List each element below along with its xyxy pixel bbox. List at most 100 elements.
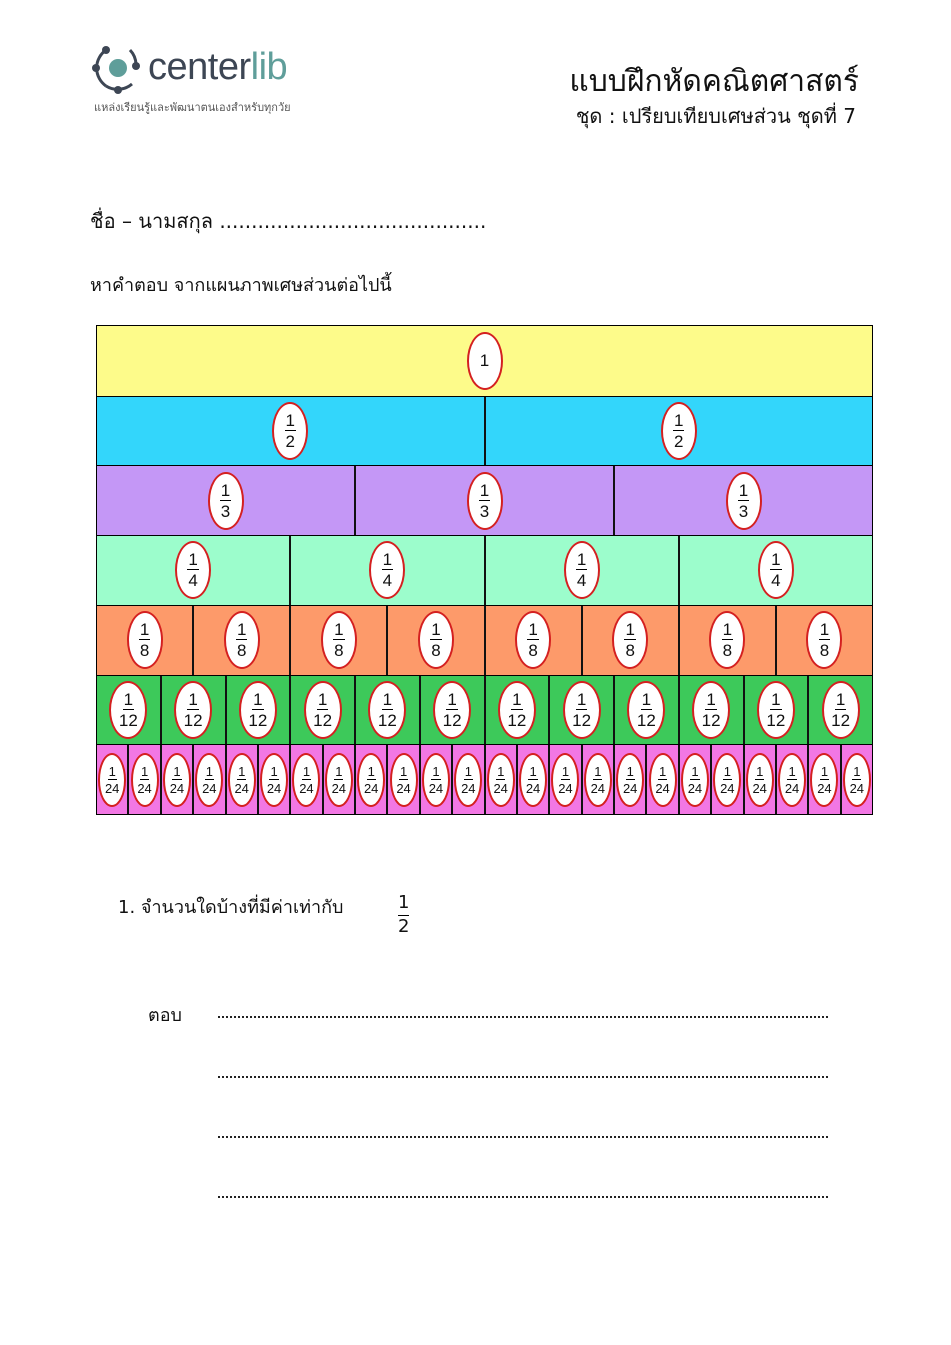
question-1-text: 1. จำนวนใดบ้างที่มีค่าเท่ากับ (118, 897, 344, 918)
fraction-denominator: 12 (766, 710, 786, 730)
fraction-numerator: 1 (593, 763, 603, 780)
fraction-denominator: 8 (431, 641, 441, 661)
logo-wordmark: centerlib (148, 46, 288, 89)
fraction-numerator: 1 (721, 620, 734, 641)
fraction-denominator: 24 (363, 780, 379, 796)
fraction-denominator: 12 (377, 710, 397, 730)
fraction-numerator: 1 (334, 763, 344, 780)
question-1-fraction: 1 2 (398, 892, 410, 938)
answer-line-2 (218, 1076, 828, 1078)
fraction-denominator: 24 (461, 780, 476, 796)
logo-text-accent: lib (250, 46, 288, 88)
fraction-denominator: 24 (622, 780, 638, 796)
fraction-numerator: 1 (219, 480, 232, 501)
fraction-label: 1 (466, 331, 503, 390)
logo-text-main: center (148, 46, 251, 88)
fraction-denominator: 12 (572, 710, 592, 730)
fraction-denominator: 12 (831, 710, 851, 730)
fraction-denominator: 24 (104, 780, 120, 796)
fraction-denominator: 12 (442, 710, 462, 730)
fraction-numerator: 1 (316, 689, 329, 710)
fraction-numerator: 1 (528, 763, 538, 780)
fraction-denominator: 24 (202, 780, 217, 796)
name-field-line: ชื่อ – นามสกุล .........................… (90, 209, 487, 233)
fraction-denominator: 12 (313, 710, 333, 730)
fraction-numerator: 1 (172, 763, 182, 780)
fraction-numerator: 1 (624, 620, 636, 641)
fraction-cell: 1 (97, 326, 872, 396)
fraction-denominator: 2 (285, 432, 295, 452)
answer-line-1 (218, 1016, 828, 1018)
fraction-denominator: 8 (722, 641, 733, 661)
fraction-numerator: 1 (366, 763, 376, 780)
fraction-numerator: 1 (431, 763, 441, 780)
fraction-numerator: 1 (237, 763, 247, 780)
fraction-numerator: 1 (690, 763, 700, 780)
fraction-numerator: 1 (657, 763, 668, 780)
fraction-numerator: 1 (819, 763, 830, 780)
fraction-numerator: 1 (770, 689, 782, 710)
fraction-numerator: 1 (625, 763, 635, 780)
fraction-denominator: 8 (819, 641, 830, 661)
fraction-denominator: 8 (139, 641, 150, 661)
fraction-numerator: 1 (818, 620, 831, 641)
fraction-denominator: 4 (188, 571, 198, 591)
fraction-denominator: 12 (701, 710, 721, 730)
fraction-denominator: 3 (220, 501, 231, 521)
fraction-numerator: 1 (284, 411, 296, 432)
fraction-denominator: 8 (334, 641, 344, 661)
fraction-numerator: 1 (479, 351, 490, 371)
fraction-denominator: 24 (331, 780, 347, 796)
fraction-denominator: 24 (849, 780, 865, 796)
fraction-denominator: 8 (236, 641, 247, 661)
fraction-numerator: 1 (187, 689, 199, 710)
